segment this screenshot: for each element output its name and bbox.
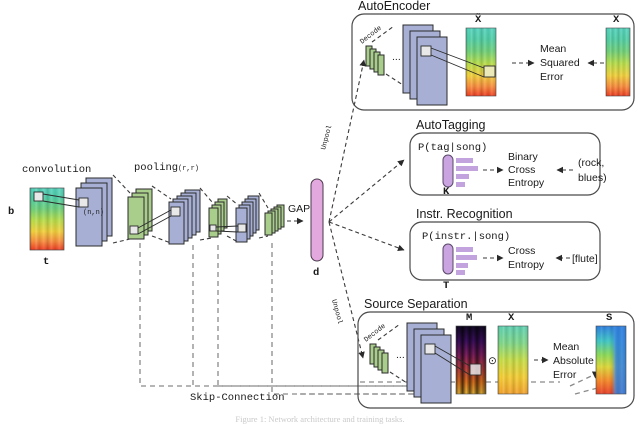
conv-block-stack-1 — [75, 177, 113, 247]
task-autotagging: AutoTagging P(tag|song) K Binary Cross E… — [409, 118, 607, 198]
encoder-group: b t convolution (n,n) pooling (r,r) GAP … — [8, 162, 324, 279]
source-separation-title: Source Separation — [364, 297, 468, 311]
source-separation-mix-spectrogram — [497, 325, 529, 395]
autoencoder-decode-blocks — [365, 45, 385, 76]
source-separation-source-spectrogram — [595, 325, 627, 395]
autotagging-title: AutoTagging — [416, 118, 486, 132]
skip-connection-label: Skip-Connection — [190, 392, 285, 404]
convolution-label: convolution — [22, 164, 91, 176]
pooling-label: pooling — [134, 162, 178, 174]
unpool-label-top: Unpool — [320, 124, 334, 150]
instrument-recognition-loss-line-2: Entropy — [508, 259, 545, 271]
autotagging-target-line-2: blues) — [578, 172, 607, 184]
embedding-vector — [310, 178, 324, 262]
task-instrument-recognition: Instr. Recognition P(instr.|song) T Cros… — [409, 207, 601, 292]
instrument-recognition-target-label: [flute] — [572, 253, 598, 265]
task-source-separation: Source Separation Decode ... M — [357, 297, 635, 409]
pool-block-stack-1 — [127, 188, 153, 240]
conv-block-stack-3 — [235, 195, 260, 243]
instrument-recognition-title: Instr. Recognition — [416, 207, 513, 221]
instrument-recognition-head — [442, 243, 477, 275]
source-separation-mapping-lines — [434, 345, 471, 376]
source-separation-loss-line-2: Absolute — [553, 355, 594, 367]
autoencoder-ellipsis: ... — [392, 51, 401, 63]
skip-connection-group: Skip-Connection — [139, 243, 606, 404]
autoencoder-title: AutoEncoder — [358, 0, 430, 13]
autoencoder-output-label: X̃ — [475, 13, 482, 26]
pool-block-stack-3 — [264, 204, 285, 236]
conv-block-stack-2 — [168, 189, 201, 245]
autotagging-head-label: K — [443, 186, 450, 198]
task-autoencoder: AutoEncoder Decode ... — [351, 0, 635, 111]
instrument-recognition-probability: P(instr.|song) — [422, 231, 510, 243]
source-separation-mask-label: M — [466, 312, 472, 324]
source-separation-decode-label: Decode — [363, 323, 388, 345]
pool-block-stack-2 — [208, 198, 228, 238]
input-freq-label: b — [8, 206, 14, 218]
autoencoder-decode-label: Decode — [359, 25, 384, 47]
source-separation-loss-line-3: Error — [553, 369, 577, 381]
autoencoder-loss-line-2: Squared — [540, 57, 580, 69]
autoencoder-mapping-lines — [430, 47, 485, 78]
autoencoder-conv-blocks — [402, 24, 448, 106]
autotagging-loss-line-2: Cross — [508, 164, 535, 176]
gap-label: GAP — [288, 203, 310, 215]
source-separation-source-label: S — [606, 312, 612, 324]
source-separation-ellipsis: ... — [396, 349, 405, 361]
source-separation-decode-blocks — [369, 343, 389, 374]
stage-guides — [112, 174, 269, 244]
source-separation-operator: ⊙ — [488, 355, 497, 367]
input-spectrogram — [29, 187, 65, 251]
input-time-label: t — [43, 256, 49, 268]
figure-caption: Figure 1: Network architecture and train… — [235, 414, 405, 424]
autotagging-probability: P(tag|song) — [418, 142, 487, 154]
embedding-label: d — [313, 267, 319, 279]
source-separation-loss-line-1: Mean — [553, 341, 579, 353]
pooling-params-label: (r,r) — [178, 165, 199, 173]
source-separation-mix-label: X — [508, 312, 515, 324]
source-separation-conv-blocks — [406, 322, 452, 404]
instrument-recognition-loss-line-1: Cross — [508, 245, 535, 257]
autoencoder-target-spectrogram — [605, 27, 631, 97]
autotagging-loss-line-1: Binary — [508, 151, 539, 163]
instrument-recognition-head-label: T — [443, 280, 449, 292]
source-separation-mask-spectrogram — [455, 325, 487, 395]
autoencoder-loss-line-1: Mean — [540, 43, 566, 55]
autotagging-target-line-1: (rock, — [578, 157, 604, 169]
autoencoder-target-label: X — [613, 14, 620, 26]
unpool-label-bottom: Unpool — [329, 299, 343, 325]
embedding-fanout: Unpool Unpool — [320, 59, 405, 359]
receptive-field-lines — [42, 193, 239, 235]
kernel-size-label: (n,n) — [83, 209, 104, 217]
autoencoder-output-spectrogram — [465, 27, 497, 97]
autoencoder-loss-line-3: Error — [540, 71, 564, 83]
autotagging-loss-line-3: Entropy — [508, 177, 545, 189]
autotagging-head — [442, 154, 478, 188]
